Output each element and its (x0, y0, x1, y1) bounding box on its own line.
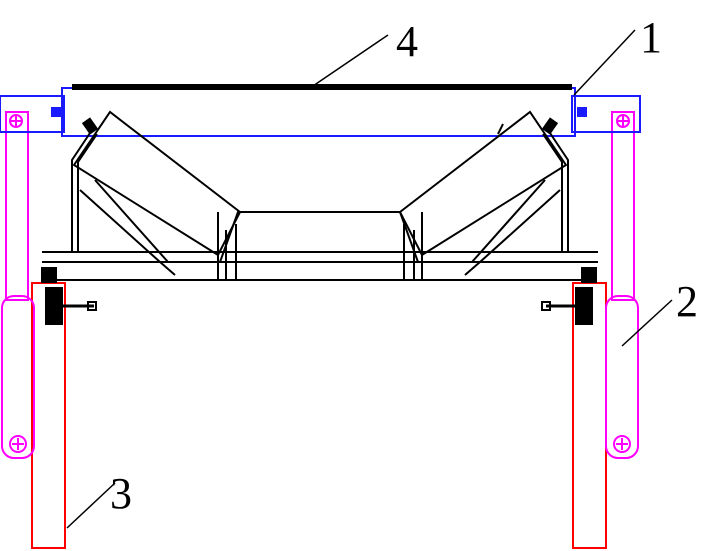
right-beam-extension (571, 95, 641, 133)
leader-line-2 (621, 299, 673, 347)
left-beam-extension (0, 95, 65, 133)
left-side-arm (1, 111, 35, 459)
left-lower-pivot-icon (9, 435, 27, 453)
right-side-arm (605, 111, 639, 459)
leader-line-3 (66, 482, 116, 529)
leader-line-4 (309, 34, 389, 89)
top-beam-body (61, 87, 576, 137)
callout-label-2: 2 (676, 277, 698, 326)
right-lower-pivot-icon (613, 435, 631, 453)
left-beam-bolt-icon (51, 107, 61, 117)
side-arms (1, 111, 639, 459)
right-mount-bracket (541, 267, 597, 325)
right-wing-roller (398, 110, 568, 276)
callout-label-3: 3 (110, 469, 132, 518)
leader-lines (66, 29, 673, 529)
left-upper-pivot-icon (9, 114, 23, 128)
callout-label-1: 1 (640, 13, 662, 62)
left-mount-bracket (41, 267, 97, 325)
right-upper-pivot-icon (616, 114, 630, 128)
leader-line-1 (573, 29, 636, 96)
callout-label-4: 4 (396, 17, 418, 66)
right-beam-bolt-icon (577, 107, 587, 117)
idler-frame (41, 110, 598, 325)
center-roller (217, 211, 423, 280)
